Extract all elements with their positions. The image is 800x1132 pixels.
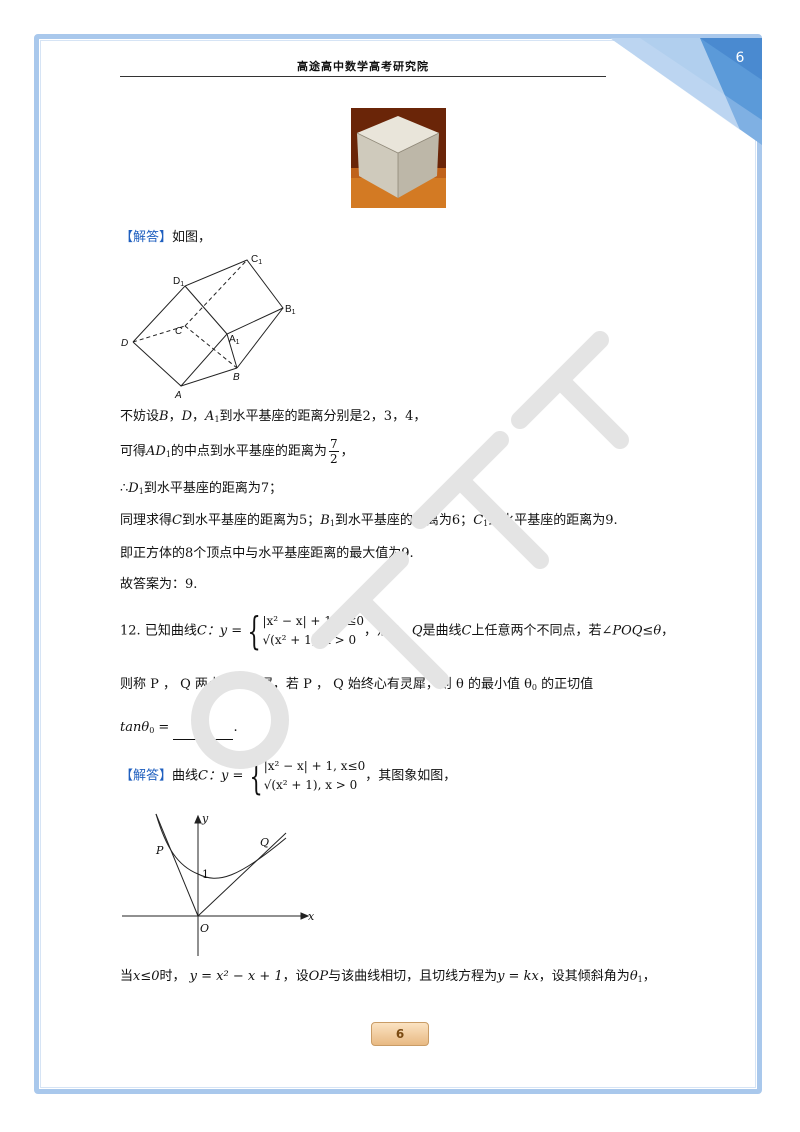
- parallelepiped-figure: C1 D1 B1 C A1 D B A: [121, 254, 296, 400]
- label-C: C: [175, 326, 183, 337]
- answer-blank[interactable]: [173, 726, 234, 740]
- tick-1-label: 1: [202, 868, 209, 881]
- label-D: D: [121, 338, 128, 349]
- solution1-line5: 即正方体的8个顶点中与水平基座距离的最大值为9.: [120, 546, 414, 561]
- label-A1: A1: [229, 334, 240, 346]
- problem12-line1: 12. 已知曲线C：y = {|x² − x| + 1, x≤0√(x² + 1…: [120, 609, 675, 653]
- corner-page-number: 6: [735, 50, 745, 66]
- solution1-line4: 同理求得C到水平基座的距离为5；B1到水平基座的距离为6；C1到水平基座的距离为…: [120, 513, 618, 528]
- label-B: B: [233, 372, 240, 383]
- label-A: A: [174, 390, 182, 400]
- piecewise-function: {|x² − x| + 1, x≤0√(x² + 1), x > 0: [247, 609, 365, 653]
- problem12-line2: 则称 P ， Q 两点心有灵犀，若 P ， Q 始终心有灵犀，则 θ 的最小值 …: [120, 677, 594, 692]
- solution-tag: 【解答】: [120, 768, 173, 784]
- problem12-answer-line: tanθ0 = .: [120, 719, 238, 740]
- axis-y-label: y: [201, 812, 209, 825]
- origin-label: O: [200, 922, 209, 935]
- label-B1: B1: [285, 304, 296, 316]
- solution1-line3: ∴D1到水平基座的距离为7；: [120, 481, 283, 496]
- solution1-intro: 【解答】如图，: [120, 230, 212, 245]
- cube-photo: [351, 108, 446, 208]
- label-D1: D1: [173, 276, 184, 288]
- function-graph: y x O P Q 1: [122, 812, 315, 956]
- point-Q-label: Q: [260, 836, 269, 849]
- axis-x-label: x: [308, 910, 315, 923]
- solution1-line1: 不妨设B，D，A1到水平基座的距离分别是2，3，4，: [120, 409, 427, 424]
- header-rule: [120, 76, 606, 77]
- page-inner-frame: [40, 40, 756, 1088]
- solution-tag: 【解答】: [120, 230, 173, 245]
- solution1-line6: 故答案为：9.: [120, 577, 198, 592]
- page-number-button[interactable]: 6: [371, 1022, 429, 1046]
- piecewise-function: {|x² − x| + 1, x≤0√(x² + 1), x > 0: [248, 754, 366, 798]
- label-C1: C1: [251, 254, 262, 266]
- solution2-last-line: 当x≤0时， y = x² − x + 1，设OP与该曲线相切，且切线方程为y …: [120, 969, 656, 984]
- header-title: 高途高中数学高考研究院: [297, 60, 429, 73]
- solution2-line1: 【解答】曲线C：y = {|x² − x| + 1, x≤0√(x² + 1),…: [120, 754, 457, 798]
- point-P-label: P: [155, 844, 164, 857]
